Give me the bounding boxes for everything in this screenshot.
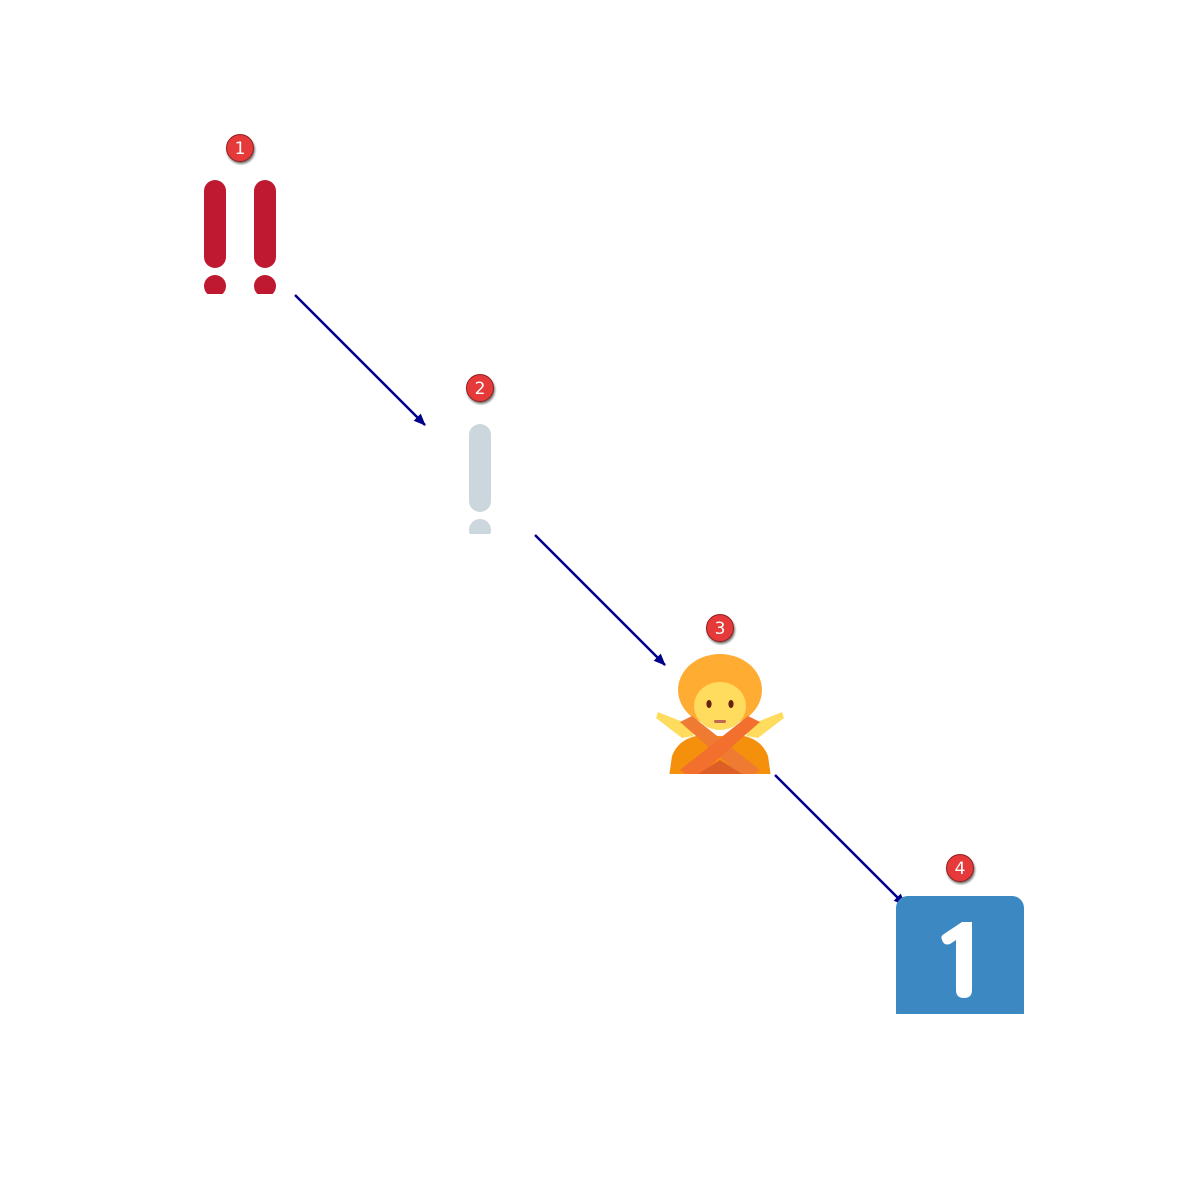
step-badge-4: 4 <box>946 854 974 882</box>
step-badge-1: 1 <box>226 134 254 162</box>
arrow-1-to-2 <box>294 294 426 426</box>
arrow-3-to-4 <box>774 774 906 906</box>
step-2: 2 <box>410 374 550 534</box>
step-badge-2: 2 <box>466 374 494 402</box>
step-4: 4 <box>890 854 1030 1014</box>
person-gesturing-no-icon <box>650 644 790 774</box>
step-1: 1 <box>170 134 310 294</box>
white-exclamation-mark-icon <box>410 404 550 534</box>
step-3: 3 <box>650 614 790 774</box>
step-badge-3: 3 <box>706 614 734 642</box>
double-exclamation-mark-icon <box>170 164 310 294</box>
keycap-digit-one-icon <box>890 884 1030 1014</box>
arrow-2-to-3 <box>534 534 666 666</box>
